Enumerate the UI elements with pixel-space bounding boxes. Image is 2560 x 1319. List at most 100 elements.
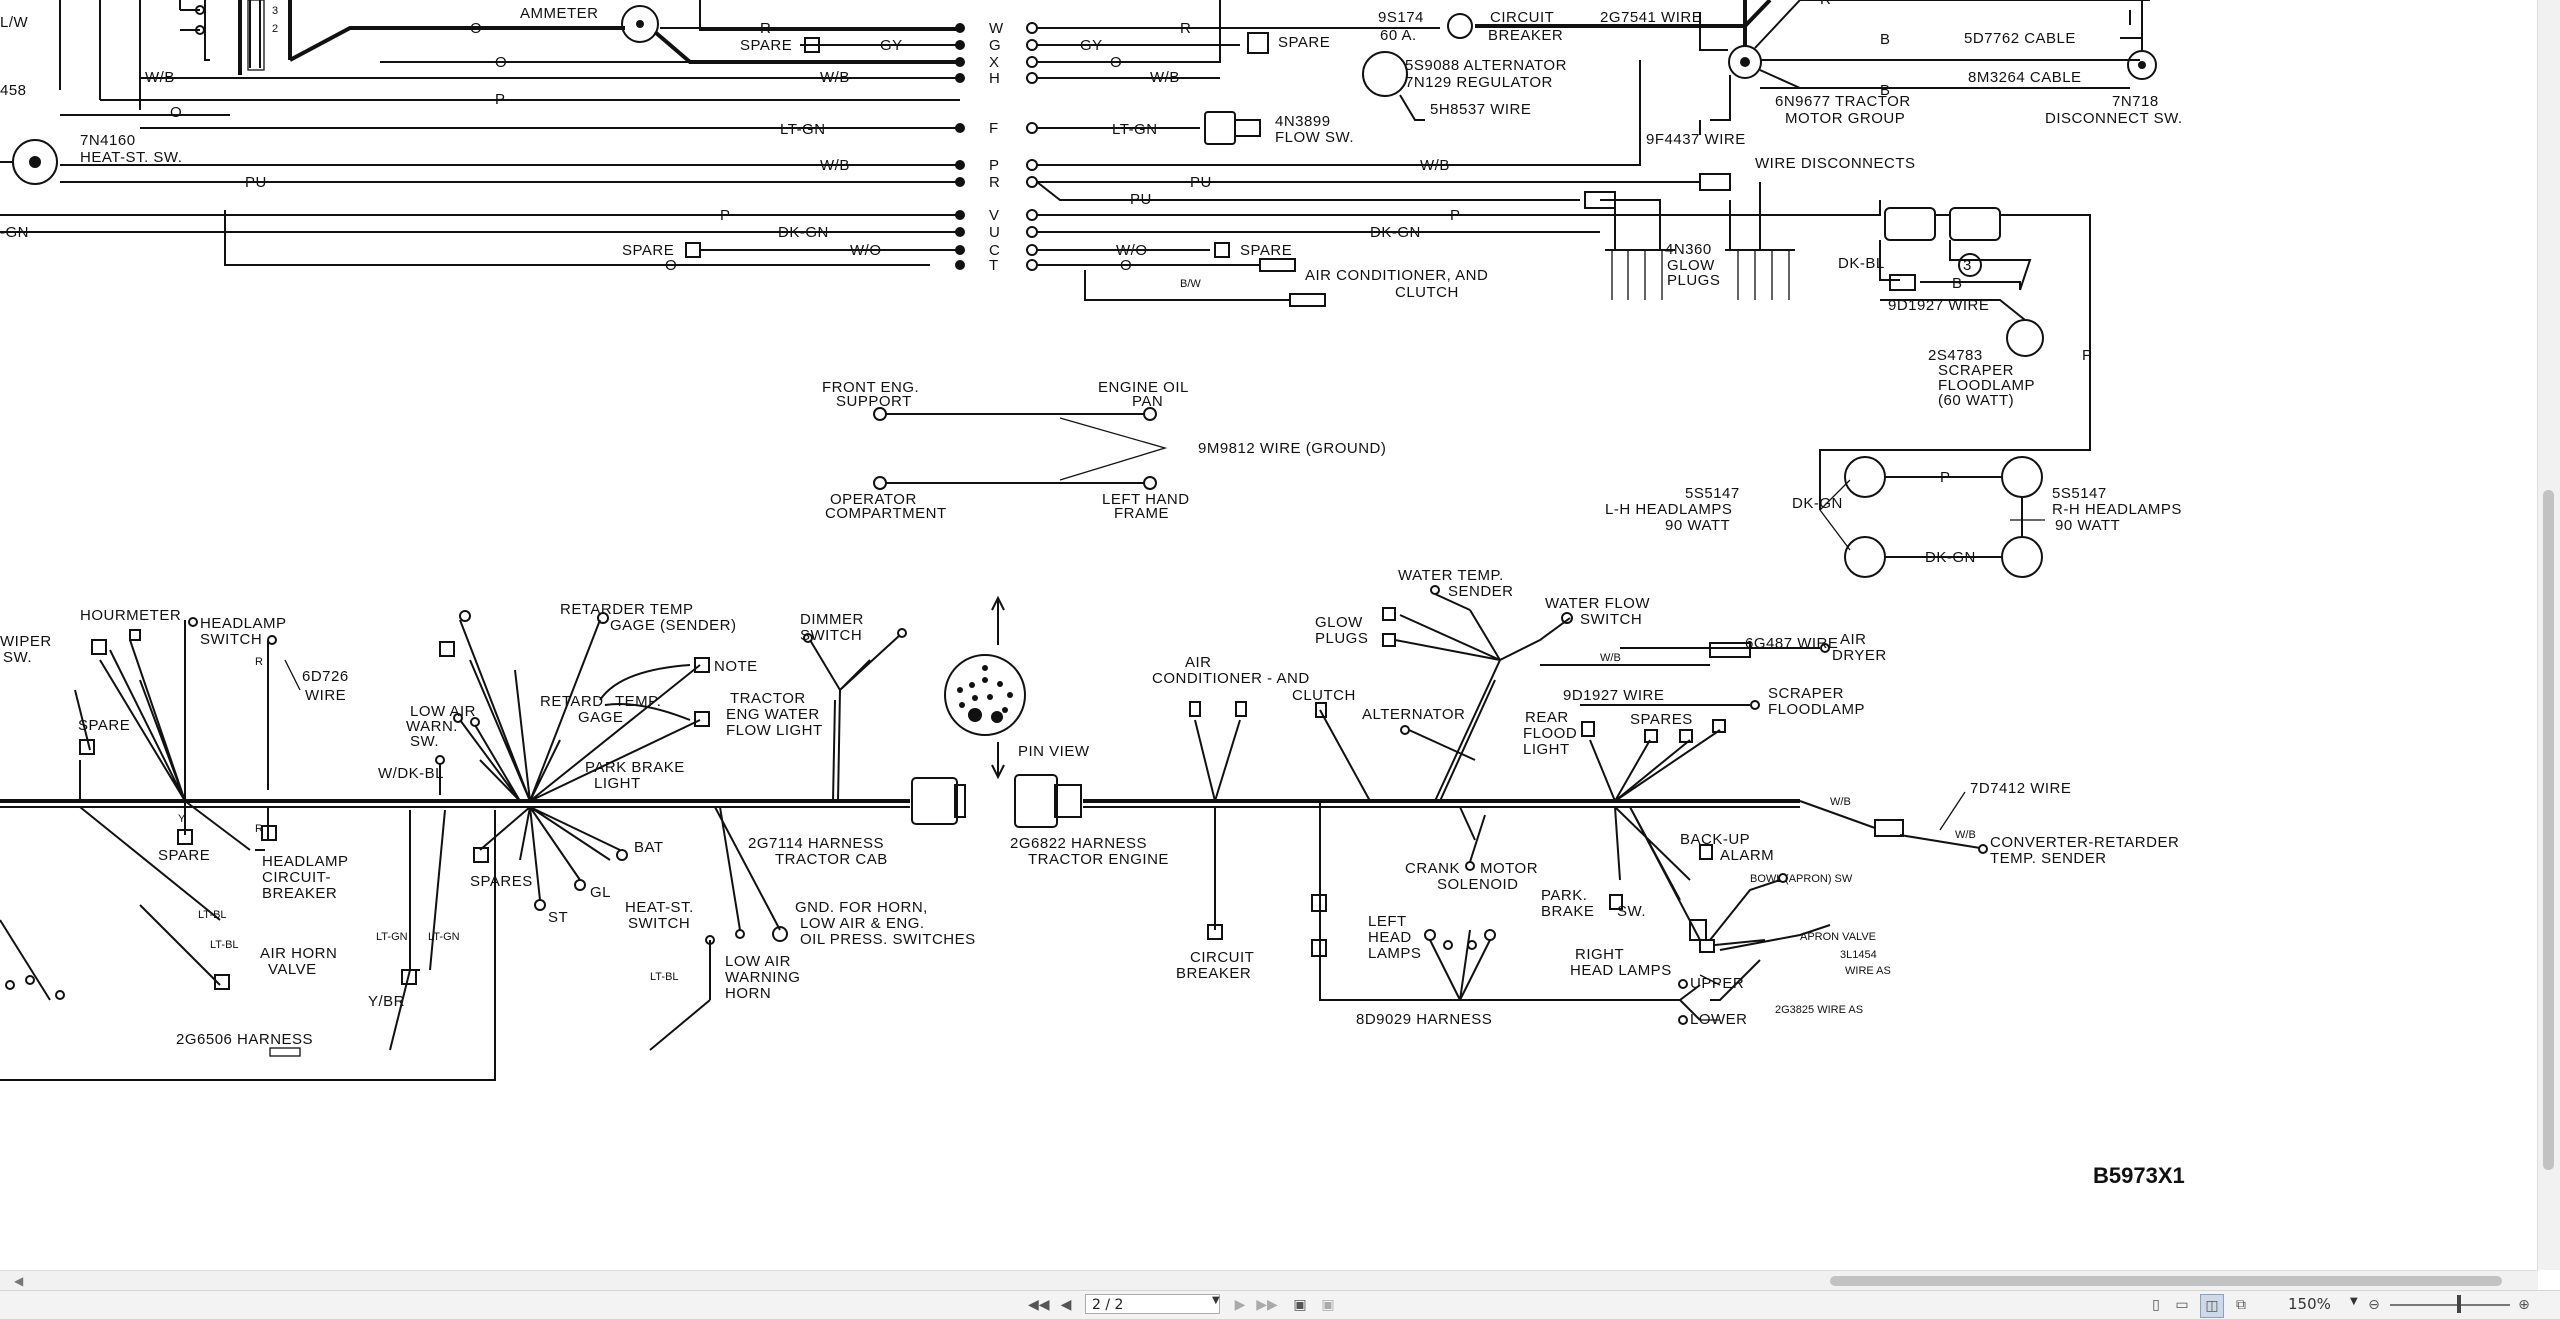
wire-ltbl-label: LT-BL <box>198 909 227 921</box>
page-layout-icon[interactable]: ▣ <box>1293 1297 1307 1313</box>
low-air-sw-label: SW. <box>410 733 439 750</box>
scraper-part: 2S4783 <box>1928 347 1983 364</box>
wire-7d7412-label: 7D7412 WIRE <box>1970 780 2071 797</box>
circuit-breaker-symbol <box>1447 13 1473 39</box>
flow-switch-part: 4N3899 <box>1275 113 1331 130</box>
zoom-in-icon[interactable]: ⊕ <box>2518 1297 2530 1313</box>
vertical-scrollbar[interactable] <box>2537 0 2560 1270</box>
left-hand-label: LEFT HAND <box>1102 491 1190 508</box>
wire-wb-label-3: W/B <box>820 157 850 174</box>
converter-label: CONVERTER-RETARDER <box>1990 834 2179 851</box>
gnd-label-3: OIL PRESS. SWITCHES <box>800 931 976 948</box>
last-page-icon[interactable]: ▶▶ <box>1256 1297 1278 1313</box>
wire-gy-label: GY <box>880 37 903 54</box>
zoom-out-icon[interactable]: ⊖ <box>2368 1297 2380 1313</box>
first-page-icon[interactable]: ◀◀ <box>1028 1297 1050 1313</box>
scroll-left-icon[interactable]: ◀ <box>14 1274 24 1288</box>
ground-wire-label: 9M9812 WIRE (GROUND) <box>1198 440 1386 457</box>
wire-ltgn-label-4: LT-GN <box>428 931 460 943</box>
wire-o-label-2: O <box>495 54 507 71</box>
pin-label-g: G <box>989 37 1001 54</box>
watt-60-label: (60 WATT) <box>1938 392 2014 409</box>
ammeter-label: AMMETER <box>520 5 599 22</box>
plugs-label-2: PLUGS <box>1315 630 1368 647</box>
engine-connector-plug <box>1014 774 1058 828</box>
wire-9d1927-label-2: 9D1927 WIRE <box>1563 687 1664 704</box>
horn-label: HORN <box>725 985 771 1002</box>
vertical-scroll-thumb[interactable] <box>2543 490 2554 1170</box>
wire-y-label: Y <box>178 813 186 825</box>
zoom-level: 150% <box>2288 1295 2331 1313</box>
wire-r-label-5: R <box>255 656 263 668</box>
wire-dkgn-label-2: DK-GN <box>1370 224 1421 241</box>
water-flow-switch-label: SWITCH <box>1580 611 1642 628</box>
continuous-view-icon[interactable]: ▭ <box>2175 1297 2189 1313</box>
gage-sender-label: GAGE (SENDER) <box>610 617 737 634</box>
wire-lw-label: L/W <box>0 14 29 31</box>
wire-r-label-6: R <box>255 823 263 835</box>
horizontal-scroll-thumb[interactable] <box>1830 1276 2502 1286</box>
wire-pu-label: PU <box>245 174 267 191</box>
fit-width-icon[interactable]: ⧉ <box>2236 1297 2246 1313</box>
motor-group-label: MOTOR GROUP <box>1785 110 1905 127</box>
two-page-view-icon[interactable]: ◫ <box>2200 1294 2224 1318</box>
disconnect-part: 7N718 <box>2112 93 2159 110</box>
next-page-icon[interactable]: ▶ <box>1234 1297 1246 1313</box>
horizontal-scrollbar[interactable]: ◀ <box>0 1270 2538 1291</box>
wiper-label: WIPER <box>0 633 52 650</box>
rh-headlamps-label: R-H HEADLAMPS <box>2052 501 2182 518</box>
spare-label-2: SPARE <box>622 242 674 259</box>
single-page-view-icon[interactable]: ▯ <box>2152 1297 2160 1313</box>
zoom-chevron-down-icon[interactable]: ▼ <box>2350 1296 2358 1307</box>
crank-label: CRANK <box>1405 860 1460 877</box>
zoom-slider-handle[interactable] <box>2457 1295 2461 1313</box>
note-label: NOTE <box>714 658 758 675</box>
pin-view-label: PIN VIEW <box>1018 743 1090 760</box>
st-label: ST <box>548 909 568 926</box>
heat-start-switch-symbol <box>12 139 58 185</box>
prev-page-icon[interactable]: ◀ <box>1060 1297 1072 1313</box>
front-eng-label: FRONT ENG. <box>822 379 919 396</box>
page-layout-icon-2[interactable]: ▣ <box>1321 1297 1335 1313</box>
pin-label-x: X <box>989 54 1000 71</box>
floodlamp-label: FLOODLAMP <box>1938 377 2035 394</box>
glow-plugs-part: 4N360 <box>1665 241 1712 258</box>
regulator-label: 7N129 REGULATOR <box>1405 74 1553 91</box>
breaker-label: BREAKER <box>1488 27 1563 44</box>
chevron-down-icon[interactable]: ▼ <box>1212 1295 1220 1306</box>
right-label: RIGHT <box>1575 946 1624 963</box>
engine-harness-name: TRACTOR ENGINE <box>1028 851 1169 868</box>
wire-6g487-label: 6G487 WIRE <box>1745 635 1838 652</box>
lh-headlamps-label: L-H HEADLAMPS <box>1605 501 1732 518</box>
headlamp-breaker-label: BREAKER <box>262 885 337 902</box>
zoom-slider[interactable] <box>2390 1304 2510 1306</box>
pin-label-t: T <box>989 257 999 274</box>
spare-label-4: SPARE <box>1240 242 1292 259</box>
air-cond-label-2: CONDITIONER - AND <box>1152 670 1310 687</box>
engine-harness: 2G6822 HARNESS TRACTOR ENGINE AIR CONDIT… <box>1010 567 2179 1028</box>
pin-label-r: R <box>989 174 1000 191</box>
page-number-input[interactable]: 2 / 2 <box>1085 1294 1220 1314</box>
wire-wo-label-2: W/O <box>1116 242 1148 259</box>
air-conditioner-label: AIR CONDITIONER, AND <box>1305 267 1488 284</box>
spares-label-2: SPARES <box>1630 711 1693 728</box>
alternator-label: 5S9088 ALTERNATOR <box>1405 57 1567 74</box>
wire-ltgn-label-3: LT-GN <box>376 931 408 943</box>
low-air-horn-label: LOW AIR <box>725 953 791 970</box>
head-lamps-label: HEAD LAMPS <box>1570 962 1672 979</box>
wire-p-label-3: P <box>1450 207 1461 224</box>
wire-5h8537-label: 5H8537 WIRE <box>1430 101 1531 118</box>
wire-pu-label-3: PU <box>1130 191 1152 208</box>
air-dryer-label-1: AIR <box>1840 631 1867 648</box>
heat-start-part: 7N4160 <box>80 132 136 149</box>
wire-ltgn-label: LT-GN <box>780 121 826 138</box>
pin-view-connector: PIN VIEW <box>944 595 1090 780</box>
viewer-toolbar: ◀◀ ◀ 2 / 2 ▼ ▶ ▶▶ ▣ ▣ ▯ ▭ ◫ ⧉ 150% ▼ ⊖ ⊕ <box>0 1290 2560 1319</box>
spare-label: SPARE <box>740 37 792 54</box>
cab-harness: WIPER SW. HOURMETER HEADLAMP SWITCH R 6D… <box>0 601 976 1081</box>
wire-3l1454-label: 3L1454 <box>1840 949 1877 961</box>
temp-sender-label: TEMP. SENDER <box>1990 850 2107 867</box>
heat-st-switch-label: SWITCH <box>628 915 690 932</box>
breaker-rating: 60 A. <box>1380 27 1417 44</box>
